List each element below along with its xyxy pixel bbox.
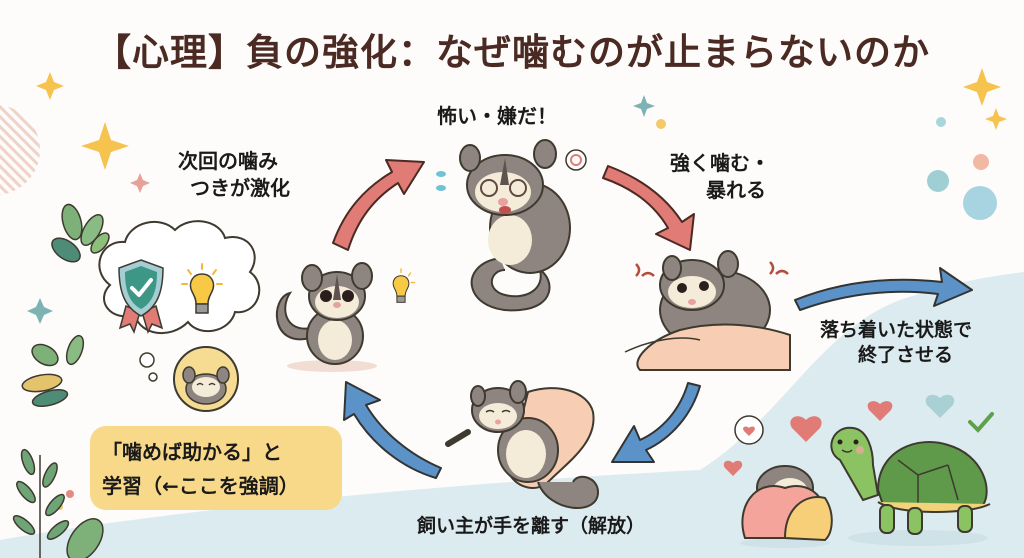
glider-scared (459, 139, 571, 312)
lightbulb-icon-small (392, 268, 416, 303)
glider-released (445, 380, 600, 509)
step-bite-line-1: 強く噛む・ (670, 151, 770, 175)
learning-callout: 「噛めば助かる」と 学習（←ここを強調） (90, 426, 342, 510)
callout-line-1: 「噛めば助かる」と (102, 440, 282, 464)
swirl-speech-bubble-icon (565, 149, 587, 171)
exit-line-1: 落ち着いた状態で (820, 319, 973, 341)
exit-line-2: 終了させる (858, 344, 954, 366)
step-worse-line-2: つきが激化 (190, 176, 290, 200)
turtle (830, 426, 991, 546)
callout-line-2: 学習（←ここを強調） (102, 474, 299, 498)
sweat-drops-icon (436, 171, 446, 191)
shield-check-icon (118, 259, 164, 335)
step-bite-line-2: 暴れる (706, 178, 766, 202)
glider-biting-hand (624, 250, 791, 371)
step-scared-label: 怖い・嫌だ！ (437, 104, 557, 128)
exit-label: 落ち着いた状態で 終了させる (820, 318, 972, 368)
step-worse-line-1: 次回の噛み (178, 149, 278, 173)
step-worse-label: 次回の噛み つきが激化 (178, 148, 290, 202)
glider-blanket (740, 465, 833, 548)
step-bite-label: 強く噛む・ 暴れる (670, 150, 770, 204)
anger-marks-icon (635, 261, 789, 277)
happy-glider-icon (173, 346, 239, 412)
glider-sitting (276, 262, 377, 372)
page-title: 【心理】負の強化：なぜ噛むのが止まらないのか (94, 30, 930, 74)
lightbulb-icon (181, 263, 223, 314)
step-release-label: 飼い主が手を離す（解放） (417, 515, 646, 537)
